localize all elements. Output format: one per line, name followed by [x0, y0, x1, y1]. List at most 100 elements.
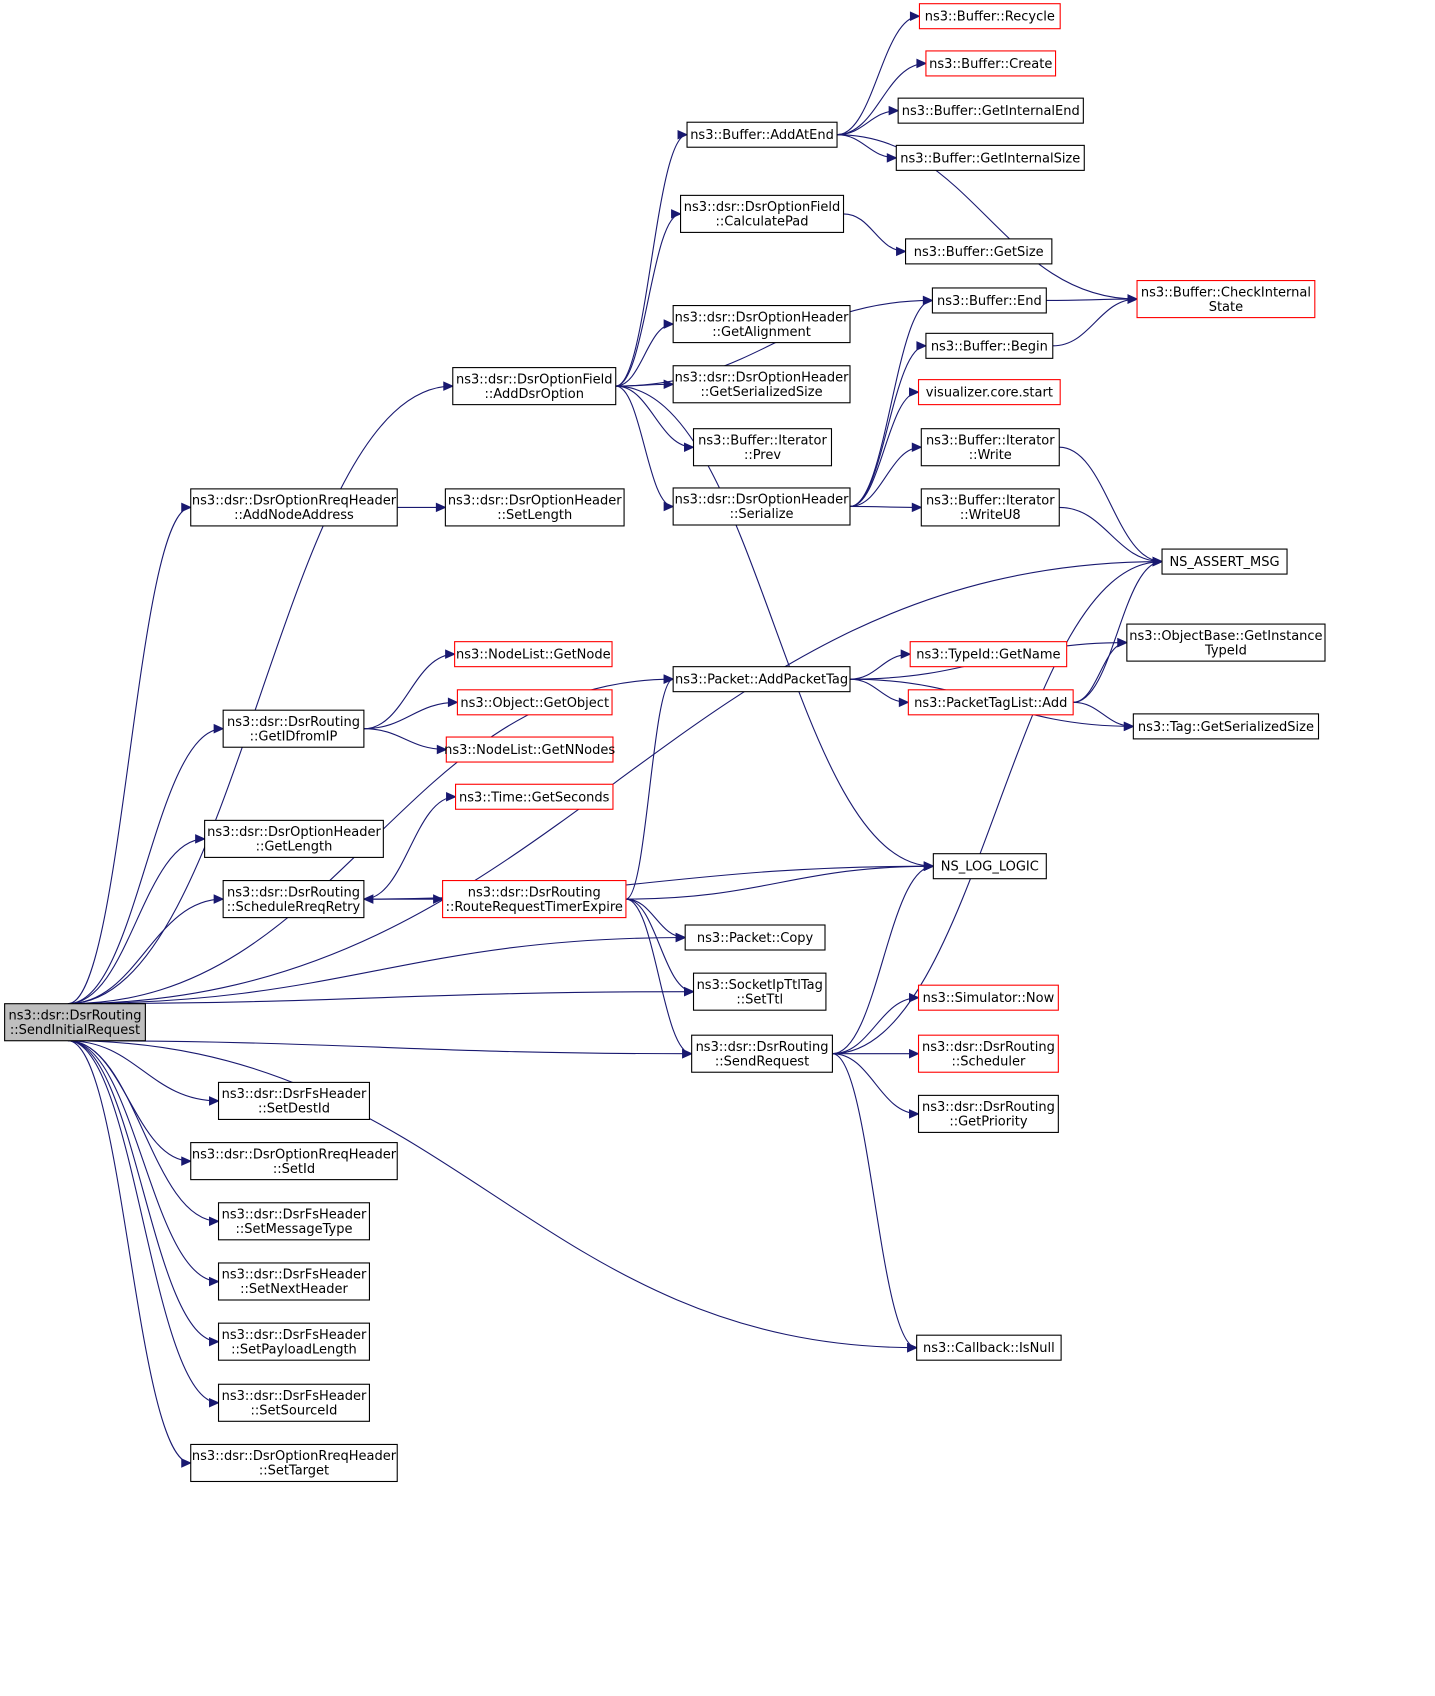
node-box — [672, 666, 851, 693]
arrowhead-icon — [213, 723, 225, 734]
arrowhead-icon — [362, 894, 374, 904]
node-label: TypeId — [1204, 643, 1247, 658]
node-calculatepad[interactable]: ns3::dsr::DsrOptionField::CalculatePad — [680, 194, 845, 233]
node-write[interactable]: ns3::Buffer::Iterator::Write — [920, 428, 1060, 467]
node-label: ns3::dsr::DsrOptionRreqHeader — [192, 1449, 397, 1464]
node-scheduler[interactable]: ns3::dsr::DsrRouting::Scheduler — [917, 1034, 1059, 1073]
edge-line — [615, 134, 688, 387]
node-sendrequest[interactable]: ns3::dsr::DsrRouting::SendRequest — [691, 1034, 833, 1073]
edge-root-to-addnodeaddress — [67, 502, 192, 1005]
node-prev[interactable]: ns3::Buffer::Iterator::Prev — [692, 428, 833, 467]
edge-addatend-to-recycle — [837, 11, 921, 136]
edge-root-to-nsassert — [67, 556, 1164, 1005]
node-recycle[interactable]: ns3::Buffer::Recycle — [918, 3, 1061, 30]
node-begin[interactable]: ns3::Buffer::Begin — [925, 332, 1054, 359]
edge-sendrequest-to-scheduler — [832, 1048, 920, 1059]
edge-line — [1052, 298, 1138, 347]
node-box — [454, 641, 613, 668]
node-box — [190, 1142, 398, 1181]
edge-line — [615, 213, 681, 387]
node-create[interactable]: ns3::Buffer::Create — [925, 50, 1057, 77]
node-getsize[interactable]: ns3::Buffer::GetSize — [905, 238, 1053, 265]
node-label: ns3::dsr::DsrRouting — [922, 1040, 1055, 1055]
node-label: ns3::SocketIpTtlTag — [697, 978, 823, 993]
node-getlength[interactable]: ns3::dsr::DsrOptionHeader::GetLength — [204, 819, 384, 858]
node-label: ::SetTarget — [259, 1464, 329, 1479]
node-isnull[interactable]: ns3::Callback::IsNull — [916, 1334, 1062, 1361]
node-box — [222, 880, 365, 919]
node-box — [222, 709, 365, 748]
edge-getidfromip-to-getnnodes — [363, 728, 448, 755]
node-setmessagetype[interactable]: ns3::dsr::DsrFsHeader::SetMessageType — [217, 1202, 370, 1241]
node-label: ns3::dsr::DsrOptionHeader — [675, 371, 849, 386]
node-label: ns3::dsr::DsrRouting — [227, 715, 360, 730]
node-getserializedsize[interactable]: ns3::dsr::DsrOptionHeader::GetSerialized… — [672, 365, 851, 404]
node-label: ::Prev — [744, 448, 781, 463]
node-routerequesttimer[interactable]: ns3::dsr::DsrRouting::RouteRequestTimerE… — [442, 880, 627, 919]
node-setpayloadlength[interactable]: ns3::dsr::DsrFsHeader::SetPayloadLength — [217, 1322, 370, 1361]
node-box — [905, 238, 1053, 265]
node-getinternalsize[interactable]: ns3::Buffer::GetInternalSize — [895, 144, 1085, 171]
node-getnode[interactable]: ns3::NodeList::GetNode — [454, 641, 613, 668]
edge-line — [67, 728, 224, 1005]
node-label: ns3::TypeId::GetName — [916, 648, 1060, 663]
node-packetcopy[interactable]: ns3::Packet::Copy — [684, 924, 826, 951]
node-getseconds[interactable]: ns3::Time::GetSeconds — [455, 783, 614, 810]
edge-adddsroption-to-calculatepad — [615, 209, 682, 387]
arrowhead-icon — [909, 11, 921, 21]
arrowhead-icon — [1152, 556, 1164, 567]
node-label: ::SetSourceId — [251, 1404, 338, 1419]
edge-line — [363, 728, 447, 751]
node-box — [895, 144, 1085, 171]
node-setnextheader[interactable]: ns3::dsr::DsrFsHeader::SetNextHeader — [217, 1262, 370, 1301]
node-setttl[interactable]: ns3::SocketIpTtlTag::SetTtl — [692, 972, 827, 1011]
node-label: ns3::dsr::DsrOptionHeader — [448, 494, 622, 509]
edge-serialize-to-writeu8 — [849, 502, 923, 513]
node-label: ns3::dsr::DsrOptionHeader — [675, 310, 849, 325]
arrowhead-icon — [922, 295, 934, 306]
node-box — [442, 880, 627, 919]
node-setid[interactable]: ns3::dsr::DsrOptionRreqHeader::SetId — [190, 1142, 398, 1181]
node-label: ns3::dsr::DsrRouting — [922, 1100, 1055, 1115]
node-taggetserialized[interactable]: ns3::Tag::GetSerializedSize — [1132, 713, 1320, 740]
edge-line — [1059, 506, 1163, 563]
node-getalignment[interactable]: ns3::dsr::DsrOptionHeader::GetAlignment — [672, 305, 851, 344]
node-getpriority[interactable]: ns3::dsr::DsrRouting::GetPriority — [917, 1094, 1059, 1133]
node-setlength[interactable]: ns3::dsr::DsrOptionHeader::SetLength — [444, 488, 625, 527]
node-label: ns3::Buffer::Iterator — [698, 433, 827, 448]
node-addpackettag[interactable]: ns3::Packet::AddPacketTag — [672, 666, 851, 693]
node-label: ns3::Buffer::Iterator — [926, 494, 1055, 509]
node-settarget[interactable]: ns3::dsr::DsrOptionRreqHeader::SetTarget — [190, 1443, 398, 1483]
edge-root-to-settarget — [67, 1040, 192, 1468]
edge-routerequesttimer-to-schedulereqretry — [362, 894, 443, 904]
edge-addpackettag-to-packettaglistadd — [849, 678, 910, 708]
node-label: ns3::Buffer::Recycle — [925, 10, 1055, 25]
node-typeidgetname[interactable]: ns3::TypeId::GetName — [909, 641, 1068, 668]
node-getinternalend[interactable]: ns3::Buffer::GetInternalEnd — [897, 97, 1084, 124]
edge-line — [625, 865, 934, 900]
node-vizstart[interactable]: visualizer.core.start — [917, 379, 1061, 406]
node-nsassert[interactable]: NS_ASSERT_MSG — [1161, 548, 1288, 575]
node-getnnodes[interactable]: ns3::NodeList::GetNNodes — [444, 736, 615, 763]
node-packettaglistadd[interactable]: ns3::PacketTagList::Add — [907, 689, 1074, 716]
node-label: ::SetDestId — [258, 1102, 330, 1117]
node-end[interactable]: ns3::Buffer::End — [931, 287, 1047, 314]
node-writeu8[interactable]: ns3::Buffer::Iterator::WriteU8 — [920, 488, 1060, 527]
node-serialize[interactable]: ns3::dsr::DsrOptionHeader::Serialize — [672, 487, 851, 526]
node-schedulereqretry[interactable]: ns3::dsr::DsrRouting::ScheduleRreqRetry — [222, 880, 365, 919]
node-root[interactable]: ns3::dsr::DsrRouting::SendInitialRequest — [4, 1003, 146, 1042]
node-getidfromip[interactable]: ns3::dsr::DsrRouting::GetIDfromIP — [222, 709, 365, 748]
node-setsourceid[interactable]: ns3::dsr::DsrFsHeader::SetSourceId — [217, 1383, 370, 1422]
node-simnow[interactable]: ns3::Simulator::Now — [917, 984, 1059, 1011]
edge-addatend-to-create — [837, 58, 928, 136]
node-addnodeaddress[interactable]: ns3::dsr::DsrOptionRreqHeader::AddNodeAd… — [190, 488, 398, 527]
node-box — [916, 1334, 1062, 1361]
node-addatend[interactable]: ns3::Buffer::AddAtEnd — [686, 121, 838, 148]
node-box — [1132, 713, 1320, 740]
node-setdestid[interactable]: ns3::dsr::DsrFsHeader::SetDestId — [217, 1081, 370, 1120]
node-getobject[interactable]: ns3::Object::GetObject — [456, 689, 613, 716]
node-nslog[interactable]: NS_LOG_LOGIC — [932, 853, 1047, 880]
node-adddsroption[interactable]: ns3::dsr::DsrOptionField::AddDsrOption — [452, 367, 617, 406]
